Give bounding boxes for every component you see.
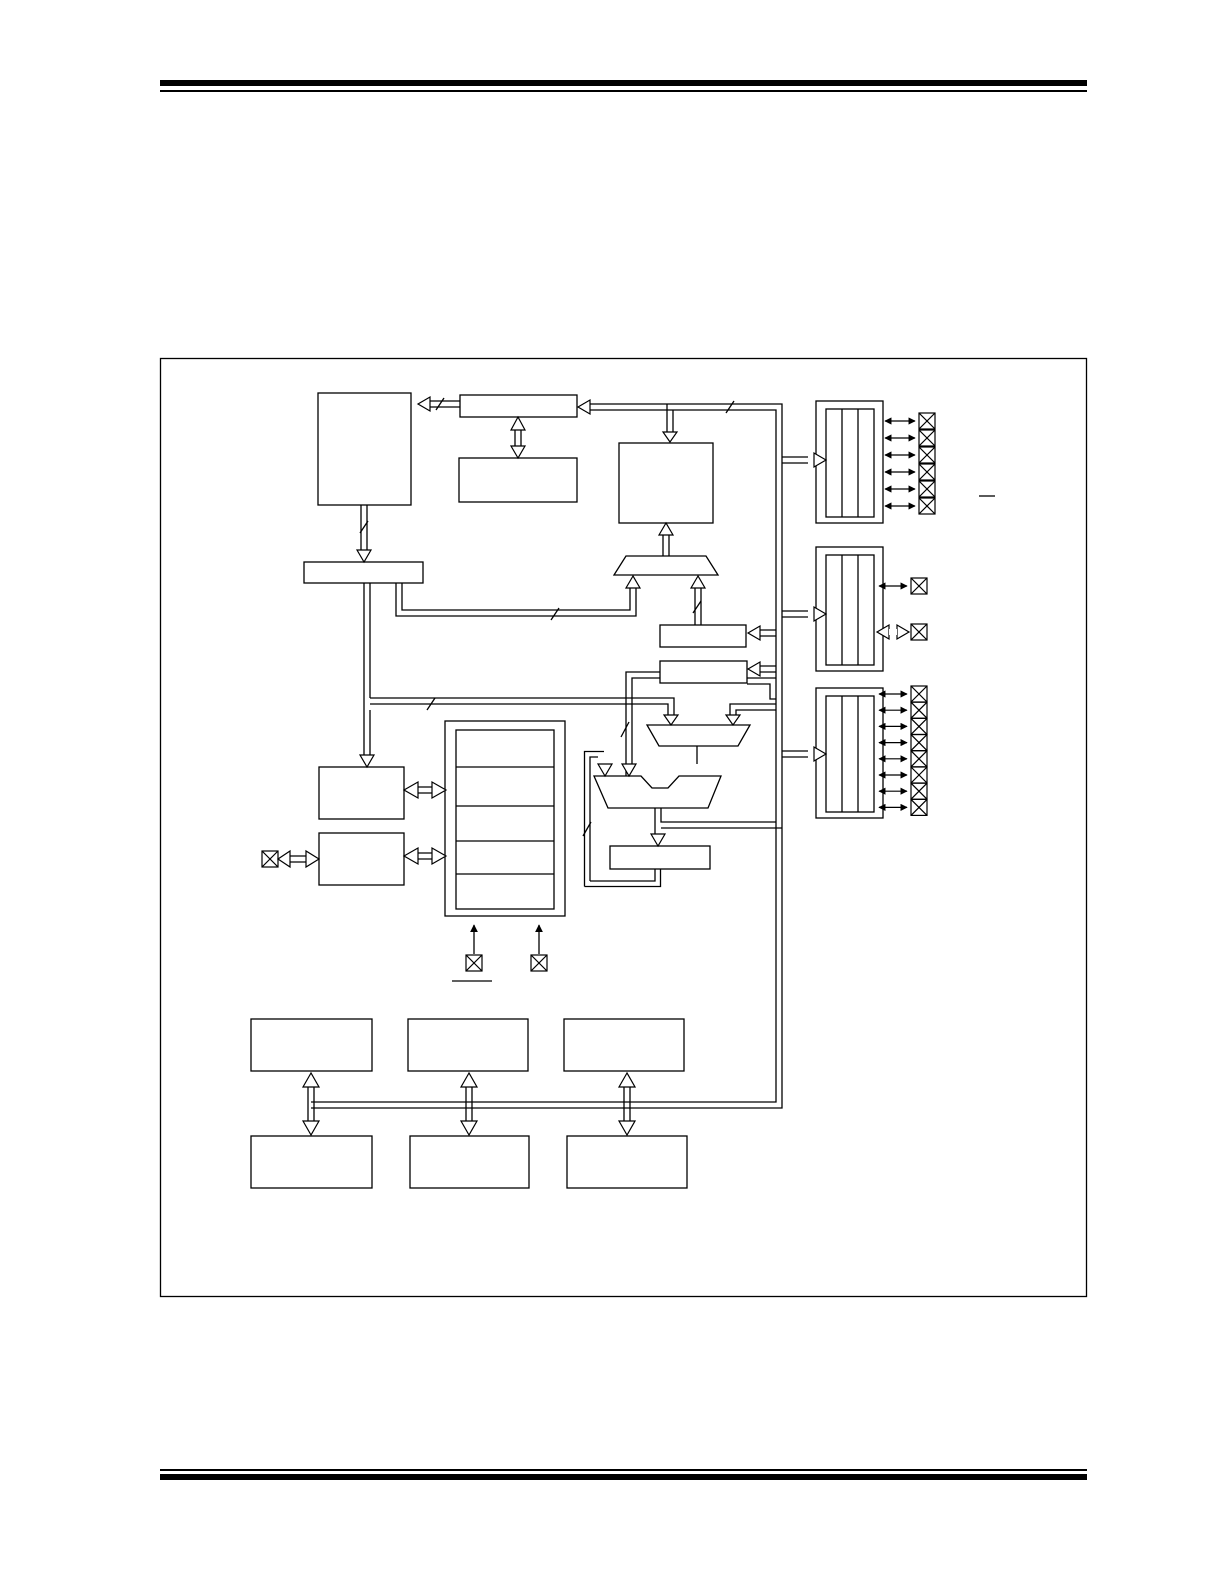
bus-arrow-status <box>746 660 761 678</box>
bus-arrow-amux-r <box>689 574 707 589</box>
bus-arrow-osc-l <box>402 846 419 866</box>
peripheral-block-2 <box>407 1018 529 1072</box>
bus-arrow-p1-up <box>301 1071 321 1088</box>
bus-arrow-port-a <box>813 451 828 469</box>
timer-block <box>318 766 405 820</box>
bus-arrow-p6-down <box>617 1120 637 1137</box>
bus-arrow-ram <box>661 431 679 444</box>
bus-arrow-stack-down <box>509 445 527 460</box>
address-mux <box>612 555 720 576</box>
footer-rule-thin <box>160 1469 1087 1471</box>
w-feedback-bus-left <box>583 750 604 887</box>
port-c-pin-icon <box>910 685 928 703</box>
port-a-pin-icon <box>918 446 936 464</box>
port-a-pin-icon <box>918 412 936 430</box>
port-b-pin-icon <box>910 623 928 641</box>
port-a-inner <box>825 408 875 518</box>
port-c-pin-icon <box>910 701 928 719</box>
port-a-pin-icon <box>918 429 936 447</box>
bus-arrow-alu-l <box>596 763 614 778</box>
bus-arrow-p2-up <box>459 1071 479 1088</box>
header-rule-thick <box>160 80 1087 86</box>
bus-arrow-ir <box>355 549 373 564</box>
mclr-pin-icon <box>465 954 483 972</box>
peripheral-block-3 <box>563 1018 685 1072</box>
bus-arrow-mux-l <box>662 714 680 727</box>
w-register-block <box>609 845 711 870</box>
bus-arrow-port-b <box>813 605 828 623</box>
port-c-pin-icon <box>910 717 928 736</box>
port-c-pin-icon <box>910 782 928 800</box>
peripheral-block-5 <box>409 1135 530 1189</box>
bus-arrow-p5-down <box>459 1120 479 1137</box>
bus-arrow-oscpin-l <box>276 849 291 869</box>
bus-arrow-timer-r <box>431 780 448 800</box>
port-c-inner <box>825 695 875 813</box>
diagram-frame <box>159 357 1088 1298</box>
decode-inner <box>455 729 555 910</box>
port-c-pin-icon <box>910 733 928 752</box>
fsr-block <box>659 624 747 648</box>
bus-arrow-p4-down <box>301 1120 321 1137</box>
port-a-pin-icon <box>918 480 936 498</box>
footer-rule-thick <box>160 1474 1087 1480</box>
port-a-pin-icon <box>918 463 936 481</box>
port-a-pin-icon <box>918 497 936 515</box>
bus-arrow-oscpin-r <box>305 849 321 869</box>
clock-pin-icon <box>530 954 548 972</box>
status-block <box>659 660 748 684</box>
osc-pin-icon <box>261 850 279 868</box>
bus-arrow-pc <box>576 398 591 416</box>
program-counter-block <box>459 394 578 418</box>
bus-arrow-fsr <box>746 624 761 642</box>
peripheral-block-4 <box>250 1135 373 1189</box>
port-b-pin-icon <box>910 577 928 595</box>
bus-arrow-pm <box>416 395 431 413</box>
bus-arrow-ram-in <box>657 521 675 536</box>
decode-outer <box>444 720 566 917</box>
port-b-inner <box>825 554 875 666</box>
data-bus-top <box>583 403 783 1109</box>
bus-arrow-w <box>649 833 667 848</box>
bus-arrow-port-c <box>813 745 828 763</box>
port-c-pin-icon <box>910 766 928 784</box>
alu <box>593 775 722 809</box>
bus-arrow-stack-up <box>509 415 527 431</box>
bus-arrow-p3-up <box>617 1071 637 1088</box>
ram-block <box>618 442 714 524</box>
bus-arrow-mux-r <box>724 714 742 727</box>
bus-arrow-alu-top <box>620 763 638 778</box>
bus-arrow-decode <box>358 754 376 769</box>
instruction-register-block <box>303 561 424 584</box>
data-mux <box>645 724 752 747</box>
program-memory-block <box>317 392 412 506</box>
peripheral-block-1 <box>250 1018 373 1072</box>
port-c-pin-icon <box>910 750 928 768</box>
w-feedback-bus-outer <box>584 869 662 888</box>
port-c-pin-icon <box>910 798 928 817</box>
w-feedback-bus-inner <box>590 869 656 882</box>
bus-arrow-amux-l <box>624 574 642 589</box>
oscillator-block <box>318 832 405 886</box>
bus-arrow-portb-pin-r <box>896 623 911 641</box>
peripheral-block-6 <box>566 1135 688 1189</box>
bus-arrow-timer-l <box>402 780 419 800</box>
bus-arrow-osc-r <box>431 846 448 866</box>
stack-block <box>458 457 578 503</box>
header-rule-thin <box>160 90 1087 92</box>
